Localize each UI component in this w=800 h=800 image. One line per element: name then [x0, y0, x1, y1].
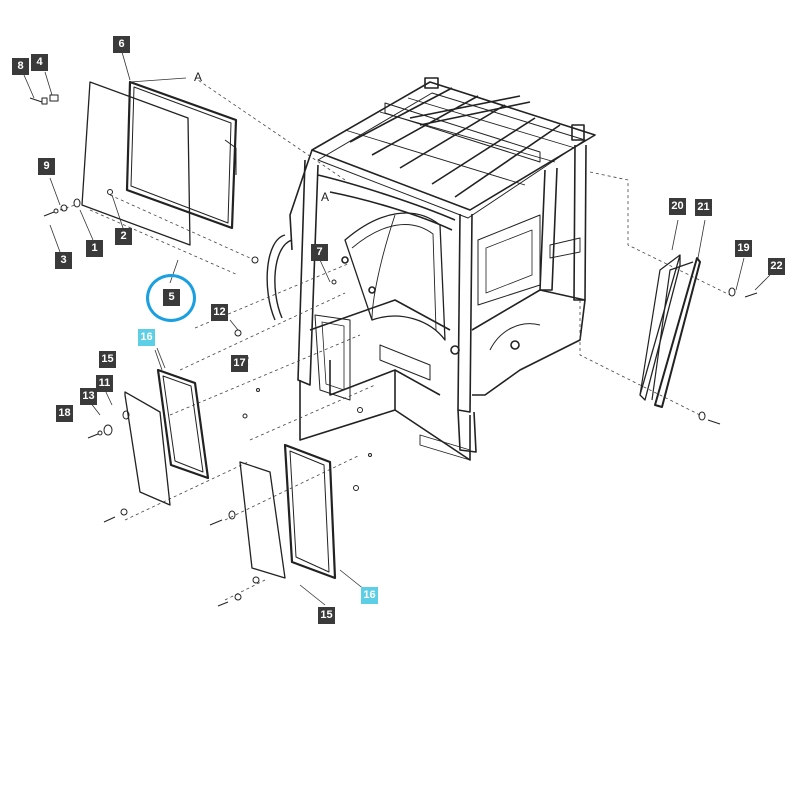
lower-seal-16-upper: [156, 368, 210, 480]
callout-8[interactable]: 8: [12, 58, 29, 75]
callout-5[interactable]: 5: [163, 289, 180, 306]
callout-15-lower[interactable]: 15: [318, 607, 335, 624]
callout-17[interactable]: 17: [231, 355, 248, 372]
screw-22: [744, 292, 758, 298]
callout-16-lower[interactable]: 16: [361, 587, 378, 604]
callout-18[interactable]: 18: [56, 405, 73, 422]
rear-window-seal: [125, 80, 238, 230]
screw-lower-1: [103, 508, 128, 523]
rear-window-glass: [81, 81, 191, 246]
callout-2[interactable]: 2: [115, 228, 132, 245]
washer-1: [73, 198, 81, 208]
cab-frame: [266, 77, 596, 461]
callout-22[interactable]: 22: [768, 258, 785, 275]
callout-11[interactable]: 11: [96, 375, 113, 392]
fasteners: [29, 94, 758, 607]
screw-lower-3: [217, 576, 260, 607]
callout-16-upper[interactable]: 16: [138, 329, 155, 346]
washer-9: [60, 204, 68, 212]
lower-seal-16-lower: [283, 443, 337, 580]
callout-15-upper[interactable]: 15: [99, 351, 116, 368]
callout-9[interactable]: 9: [38, 158, 55, 175]
callout-20[interactable]: 20: [669, 198, 686, 215]
reference-letter-a-top: A: [194, 70, 203, 84]
washer-19: [728, 287, 736, 297]
washer-11: [122, 410, 130, 420]
screw-lower-2: [209, 510, 236, 526]
lower-glass-15: [239, 461, 286, 579]
screw-rear-lower: [698, 411, 721, 425]
screw-3: [43, 208, 59, 217]
side-window-21: [651, 257, 701, 408]
callout-19[interactable]: 19: [735, 240, 752, 257]
callout-13[interactable]: 13: [80, 388, 97, 405]
side-window-20: [639, 254, 681, 401]
callout-6[interactable]: 6: [113, 36, 130, 53]
callout-leaders: [23, 51, 771, 606]
callout-21[interactable]: 21: [695, 199, 712, 216]
callout-4[interactable]: 4: [31, 54, 48, 71]
screw-8: [29, 97, 48, 105]
clip-4: [49, 94, 59, 102]
callout-7[interactable]: 7: [311, 244, 328, 261]
nut-2: [107, 189, 113, 195]
callout-12[interactable]: 12: [211, 304, 228, 321]
lower-glass-11: [124, 391, 171, 506]
dashed-leaders: [59, 77, 731, 601]
screw-18: [87, 430, 103, 439]
selected-part-ring: [146, 274, 196, 322]
reference-letter-a-frame: A: [321, 190, 330, 204]
callout-3[interactable]: 3: [55, 252, 72, 269]
nut-13: [103, 424, 113, 436]
callout-1[interactable]: 1: [86, 240, 103, 257]
